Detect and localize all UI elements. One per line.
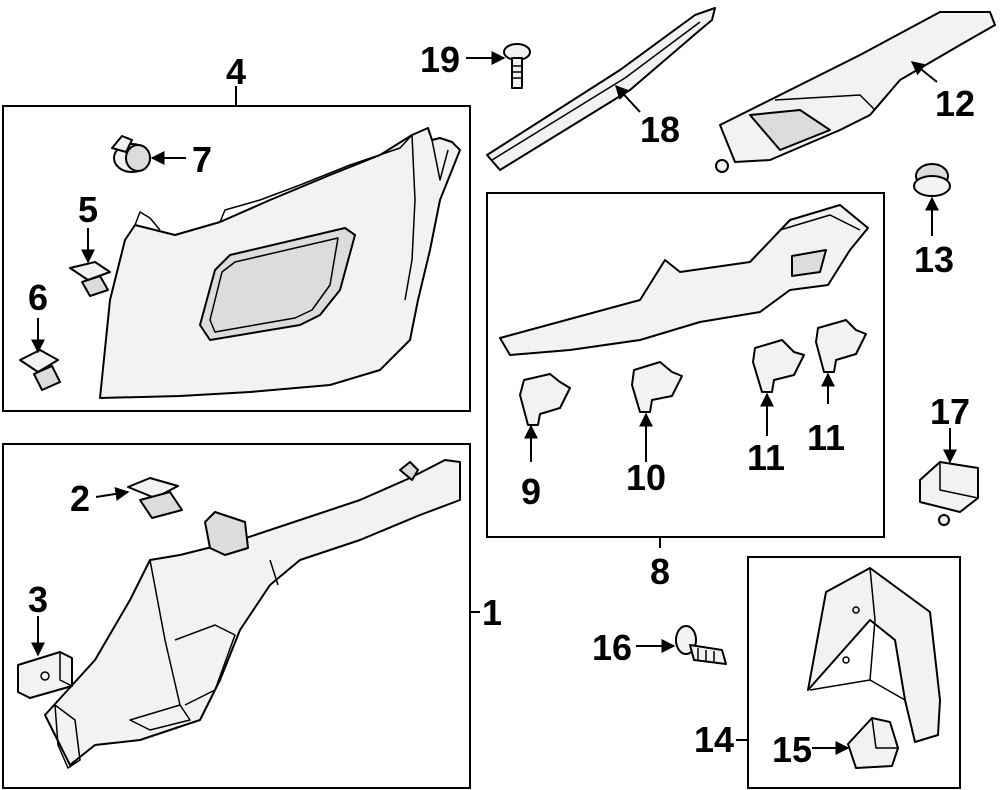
- callout-3: 3: [28, 579, 48, 620]
- callout-14: 14: [694, 719, 734, 760]
- bolt-part-16[interactable]: [675, 625, 727, 665]
- callout-18: 18: [640, 109, 680, 150]
- clip-part-13[interactable]: [913, 163, 951, 197]
- leader-12: [910, 61, 938, 83]
- screw-part-19[interactable]: [503, 43, 531, 89]
- clip-part-5[interactable]: [69, 261, 111, 297]
- callout-9: 9: [521, 471, 541, 512]
- callout-7: 7: [192, 139, 212, 180]
- scuff-plate-part-12[interactable]: [715, 11, 996, 173]
- callout-4: 4: [226, 51, 246, 92]
- leader-2: [95, 487, 130, 501]
- callout-17: 17: [930, 391, 970, 432]
- clip-part-9[interactable]: [519, 373, 571, 426]
- leader-18: [615, 84, 641, 113]
- push-retainer-part-7[interactable]: [111, 135, 151, 173]
- callout-6: 6: [28, 277, 48, 318]
- group-box-8: [486, 192, 885, 538]
- clip-part-6[interactable]: [19, 349, 61, 391]
- clip-part-10[interactable]: [631, 361, 683, 413]
- callout-15: 15: [772, 729, 812, 770]
- group-box-14: [747, 556, 961, 789]
- callout-2: 2: [70, 478, 90, 519]
- clip-part-15[interactable]: [847, 717, 899, 769]
- callout-12: 12: [935, 83, 975, 124]
- clip-part-11b[interactable]: [815, 319, 867, 373]
- sill-strip-part-18[interactable]: [486, 7, 716, 171]
- quarter-trim-panel-upper[interactable]: [99, 127, 461, 399]
- quarter-trim-panel-lower[interactable]: [44, 459, 461, 769]
- callout-11b: 11: [807, 417, 845, 458]
- retainer-part-2[interactable]: [127, 477, 183, 519]
- callout-10: 10: [626, 457, 666, 498]
- trim-panel-part-8[interactable]: [499, 204, 869, 356]
- callout-1: 1: [482, 592, 502, 633]
- callout-16: 16: [592, 627, 632, 668]
- bumper-block-part-17[interactable]: [919, 461, 979, 526]
- callout-13: 13: [914, 239, 954, 280]
- group-box-1: [2, 443, 471, 789]
- callout-19: 19: [420, 39, 460, 80]
- bracket-part-14[interactable]: [807, 567, 941, 743]
- clip-part-11a[interactable]: [752, 339, 805, 393]
- nut-part-3[interactable]: [17, 651, 73, 699]
- callout-11a: 11: [747, 437, 785, 478]
- callout-8: 8: [650, 551, 670, 592]
- callout-5: 5: [78, 189, 98, 230]
